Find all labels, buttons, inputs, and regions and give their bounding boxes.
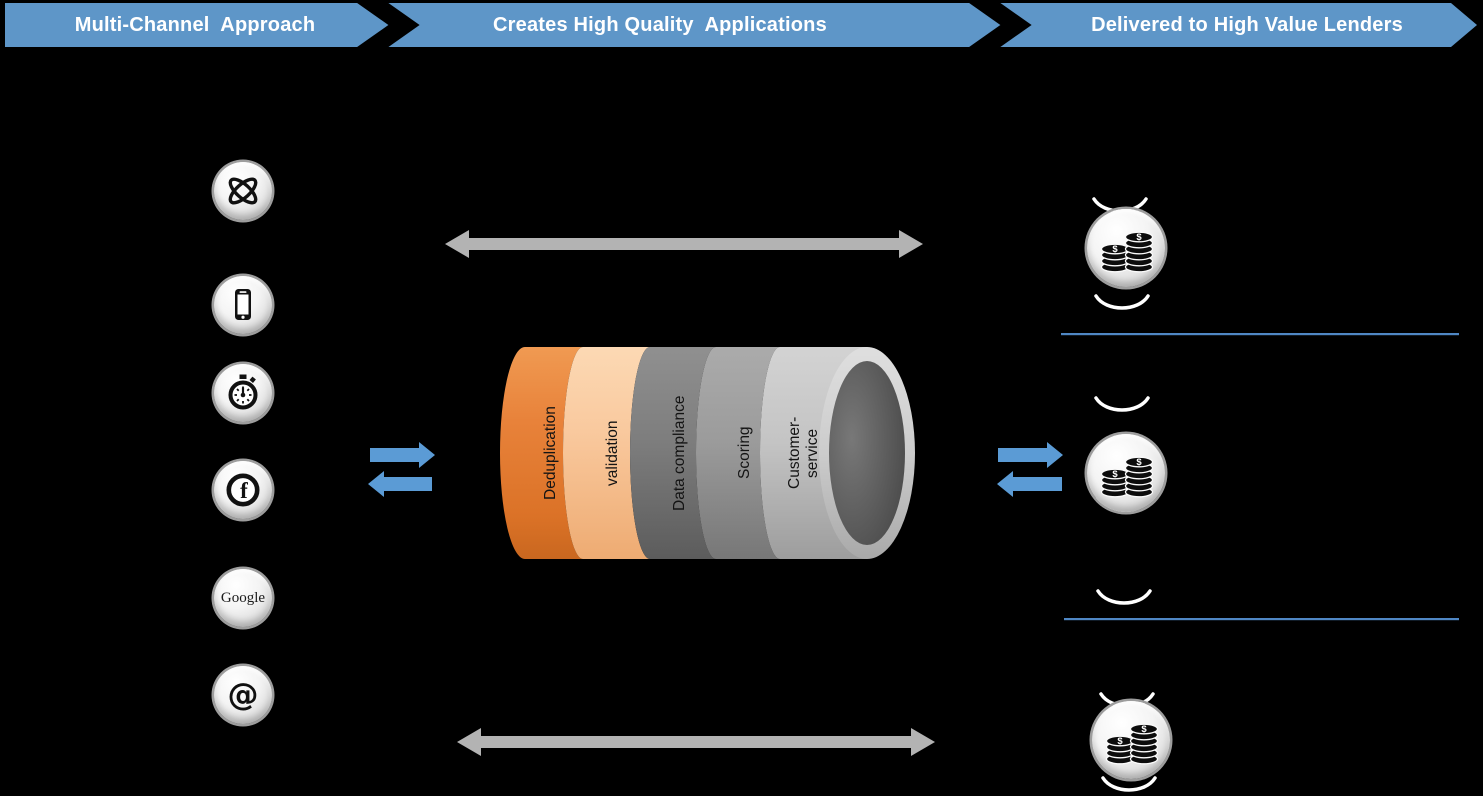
processing-cylinder xyxy=(500,347,915,559)
lender-chip-3: $ $ xyxy=(1092,701,1170,779)
facebook-icon: f xyxy=(226,473,260,507)
arc-decoration xyxy=(1096,589,1152,605)
segment-deduplication xyxy=(500,347,583,559)
channel-chip-mobile xyxy=(214,276,272,334)
google-icon: Google xyxy=(220,589,266,606)
segment-label-customer-service: Customer-service xyxy=(786,416,821,490)
coins-icon: $ $ xyxy=(1105,723,1159,765)
lender-separator-line xyxy=(1061,333,1459,336)
right-arrow-icon xyxy=(998,442,1063,468)
process-banner-band xyxy=(5,0,1477,64)
dollar-glyph: $ xyxy=(1136,232,1142,243)
dollar-glyph: $ xyxy=(1112,469,1118,480)
lender-chip-2: $ $ xyxy=(1087,434,1165,512)
right-arrow-icon xyxy=(370,442,435,468)
segment-label-data-compliance: Data compliance xyxy=(671,395,688,511)
segment-label-scoring: Scoring xyxy=(736,426,753,480)
banner-label-multi-channel: Multi-Channel Approach xyxy=(74,14,316,36)
double-arrow-top xyxy=(445,230,923,258)
arc-decoration xyxy=(1094,396,1150,412)
chevron-separator-icon xyxy=(354,0,420,64)
banner-label-applications: Creates High Quality Applications xyxy=(493,14,827,36)
channel-chip-email: @ xyxy=(214,666,272,724)
channel-chip-science xyxy=(214,162,272,220)
segment-scoring xyxy=(696,347,780,559)
dollar-glyph: $ xyxy=(1141,724,1147,735)
exchange-arrows-right xyxy=(997,442,1063,497)
cylinder-opening xyxy=(829,361,905,545)
segment-label-deduplication: Deduplication xyxy=(542,406,559,500)
exchange-arrows-left xyxy=(368,442,435,497)
dollar-glyph: $ xyxy=(1136,457,1142,468)
segment-label-validation: validation xyxy=(604,420,621,486)
lender-chip-1: $ $ xyxy=(1087,209,1165,287)
double-arrow-bottom xyxy=(457,728,935,756)
dollar-glyph: $ xyxy=(1117,736,1123,747)
left-arrow-icon xyxy=(368,471,432,497)
segment-data-compliance xyxy=(630,347,716,559)
facebook-f-glyph: f xyxy=(240,478,248,503)
channel-chip-speed xyxy=(214,364,272,422)
banner-label-lenders: Delivered to High Value Lenders xyxy=(1091,14,1403,36)
chevron-separator-icon xyxy=(966,0,1032,64)
lender-separator-line xyxy=(1064,618,1459,621)
atom-icon xyxy=(228,177,258,205)
smartphone-icon xyxy=(235,289,251,320)
at-icon: @ xyxy=(227,676,259,713)
channel-chip-facebook: f xyxy=(214,461,272,519)
segment-validation xyxy=(563,347,650,559)
channel-chip-google: Google xyxy=(214,569,272,627)
arc-decoration xyxy=(1101,776,1157,792)
left-arrow-icon xyxy=(997,471,1062,497)
stopwatch-icon xyxy=(228,374,258,410)
coins-icon: $ $ xyxy=(1100,231,1154,273)
dollar-glyph: $ xyxy=(1112,244,1118,255)
coins-icon: $ $ xyxy=(1100,456,1154,498)
arc-decoration xyxy=(1094,294,1150,310)
